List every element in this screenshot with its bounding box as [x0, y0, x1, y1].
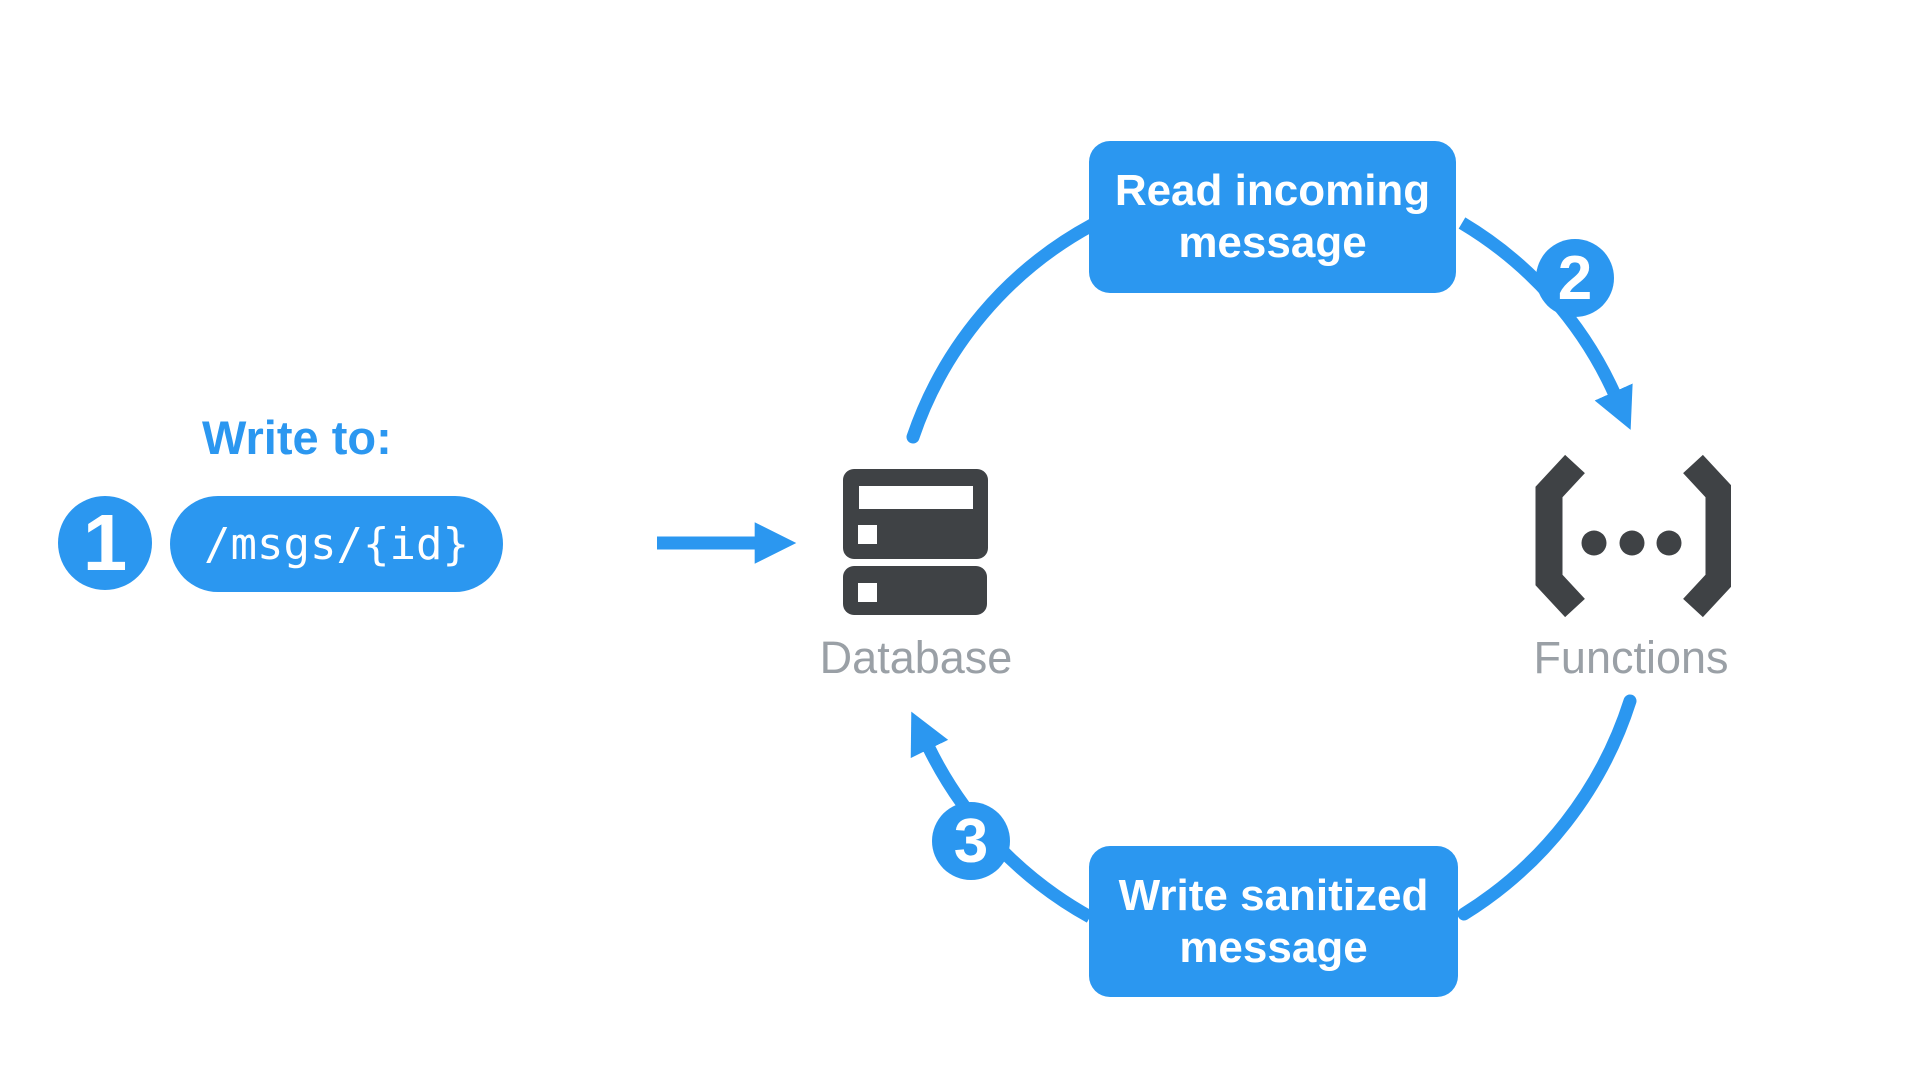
step-1-number: 1: [82, 498, 128, 587]
write-to-label: Write to:: [202, 411, 392, 464]
read-message-box: Read incoming message: [1089, 141, 1456, 293]
write-message-line2: message: [1179, 922, 1368, 972]
arc-functions-to-write: [1457, 694, 1637, 921]
functions-node: [1535, 450, 1733, 630]
write-message-line1: Write sanitized: [1118, 870, 1429, 920]
functions-label: Functions: [1533, 632, 1729, 683]
step-2-badge: 2: [1536, 239, 1614, 317]
step-2-number: 2: [1557, 243, 1593, 313]
step-3-badge: 3: [932, 802, 1010, 880]
step-3-number: 3: [953, 806, 989, 876]
database-icon: [843, 469, 988, 615]
read-message-line1: Read incoming: [1114, 166, 1431, 215]
functions-icon: [1535, 454, 1733, 618]
db-path-value: /msgs/{id}: [204, 518, 469, 570]
arc-database-to-read: [906, 218, 1099, 444]
write-message-box: Write sanitized message: [1089, 846, 1458, 997]
step-1-badge: 1: [58, 496, 152, 590]
database-node: [843, 468, 989, 621]
database-label: Database: [819, 632, 1013, 683]
read-message-line2: message: [1178, 218, 1367, 267]
db-path-pill: /msgs/{id}: [170, 496, 503, 592]
